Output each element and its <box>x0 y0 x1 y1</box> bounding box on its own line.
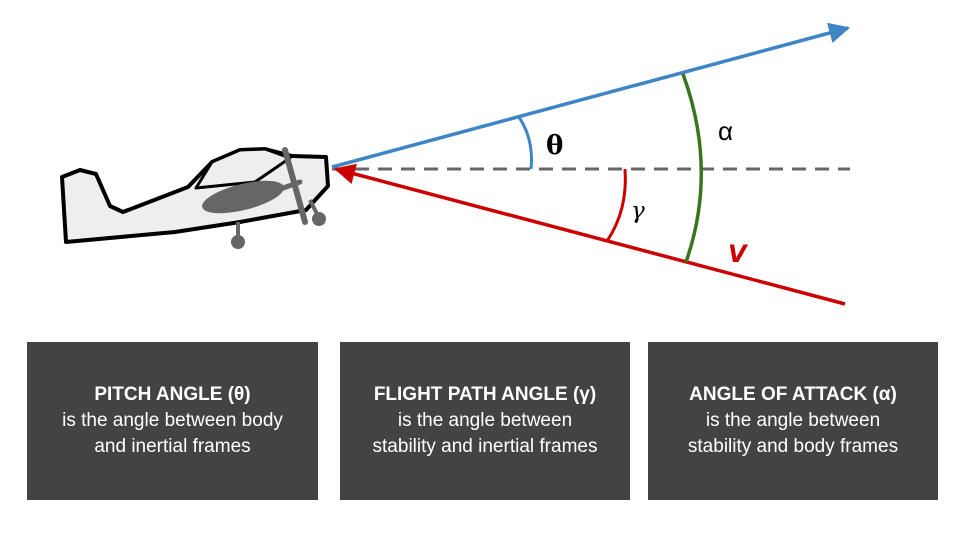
card-title: FLIGHT PATH ANGLE (γ) <box>373 384 597 405</box>
gamma-label: γ <box>631 198 645 224</box>
theta-arc <box>517 116 533 170</box>
card-line: is the angle between <box>397 410 573 431</box>
gamma-arc <box>605 168 627 242</box>
card-line: is the angle between <box>705 410 881 431</box>
card-title: ANGLE OF ATTACK (α) <box>689 384 897 405</box>
card-line: stability and inertial frames <box>372 436 598 457</box>
flight-angles-figure: θ α γ V <box>60 22 851 306</box>
angle-of-attack-card: ANGLE OF ATTACK (α) is the angle between… <box>648 342 938 500</box>
flight-path-angle-card: FLIGHT PATH ANGLE (γ) is the angle betwe… <box>340 342 630 500</box>
card-line: stability and body frames <box>687 436 899 457</box>
theta-label: θ <box>546 131 563 161</box>
velocity-arrow <box>333 163 846 306</box>
alpha-arc <box>681 73 703 263</box>
velocity-label: V <box>728 240 749 268</box>
alpha-label: α <box>718 116 733 146</box>
body-axis-arrow <box>331 22 851 169</box>
card-title: PITCH ANGLE (θ) <box>94 384 251 405</box>
pitch-angle-card: PITCH ANGLE (θ) is the angle between bod… <box>27 342 318 500</box>
card-line: and inertial frames <box>94 436 251 457</box>
airplane-icon <box>60 147 330 249</box>
card-line: is the angle between body <box>62 410 283 431</box>
